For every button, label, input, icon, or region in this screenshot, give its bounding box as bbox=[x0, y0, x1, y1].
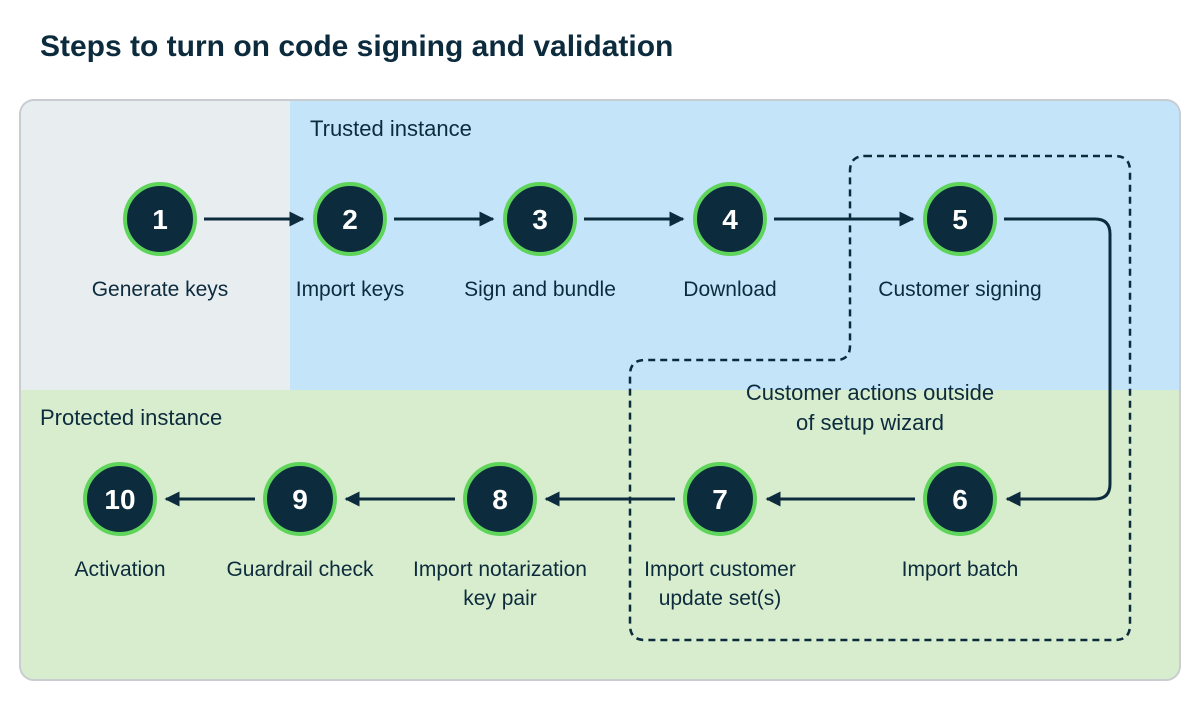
step-8-circle bbox=[463, 462, 537, 536]
step-9-label: Guardrail check bbox=[226, 558, 374, 581]
step-9-circle bbox=[263, 462, 337, 536]
step-3-label: Sign and bundle bbox=[464, 278, 616, 301]
step-1: 1 Generate keys bbox=[92, 182, 229, 301]
step-4: 4 Download bbox=[683, 182, 777, 301]
protected-instance-label: Protected instance bbox=[40, 405, 222, 430]
protected-instance-region bbox=[20, 390, 1180, 680]
page-title: Steps to turn on code signing and valida… bbox=[40, 30, 674, 63]
step-4-label: Download bbox=[683, 278, 776, 301]
background-regions bbox=[20, 100, 1180, 680]
step-1-number: 1 bbox=[152, 204, 168, 235]
step-4-circle bbox=[693, 182, 767, 256]
step-3-circle bbox=[503, 182, 577, 256]
step-7-number: 7 bbox=[712, 484, 728, 515]
step-6-number: 6 bbox=[952, 484, 968, 515]
step-7-label-line-1: Import customer bbox=[644, 558, 796, 581]
step-5: 5 Customer signing bbox=[878, 182, 1042, 301]
step-2: 2 Import keys bbox=[296, 182, 405, 301]
arrow-5-to-6 bbox=[1004, 217, 1112, 507]
step-9-number: 9 bbox=[292, 484, 308, 515]
trusted-instance-label: Trusted instance bbox=[310, 116, 472, 141]
flow-arrows bbox=[164, 211, 1112, 507]
step-2-number: 2 bbox=[342, 204, 358, 235]
step-9: 9 Guardrail check bbox=[226, 462, 374, 581]
step-2-circle bbox=[313, 182, 387, 256]
step-6-label: Import batch bbox=[902, 558, 1019, 581]
step-4-number: 4 bbox=[722, 204, 738, 235]
step-6-circle bbox=[923, 462, 997, 536]
customer-actions-boundary bbox=[628, 154, 1132, 642]
step-8: 8 Import notarization key pair bbox=[413, 462, 587, 610]
step-8-label-line-2: key pair bbox=[463, 587, 537, 610]
step-3: 3 Sign and bundle bbox=[464, 182, 616, 301]
step-5-circle bbox=[923, 182, 997, 256]
customer-actions-label-line-1: Customer actions outside bbox=[746, 380, 994, 405]
step-10-circle bbox=[83, 462, 157, 536]
step-8-number: 8 bbox=[492, 484, 508, 515]
step-1-circle bbox=[123, 182, 197, 256]
step-7-circle bbox=[683, 462, 757, 536]
step-2-label: Import keys bbox=[296, 278, 405, 301]
step-1-label: Generate keys bbox=[92, 278, 229, 301]
step-8-label-line-1: Import notarization bbox=[413, 558, 587, 581]
step-7: 7 Import customer update set(s) bbox=[644, 462, 796, 610]
step-10-number: 10 bbox=[104, 484, 135, 515]
step-10-label: Activation bbox=[74, 558, 165, 581]
step-7-label-line-2: update set(s) bbox=[659, 587, 782, 610]
step-5-label: Customer signing bbox=[878, 278, 1041, 301]
step-10: 10 Activation bbox=[74, 462, 166, 581]
step-6: 6 Import batch bbox=[902, 462, 1019, 581]
step-3-number: 3 bbox=[532, 204, 548, 235]
customer-actions-label-line-2: of setup wizard bbox=[796, 410, 944, 435]
diagram-frame bbox=[19, 99, 1181, 681]
step-5-number: 5 bbox=[952, 204, 968, 235]
